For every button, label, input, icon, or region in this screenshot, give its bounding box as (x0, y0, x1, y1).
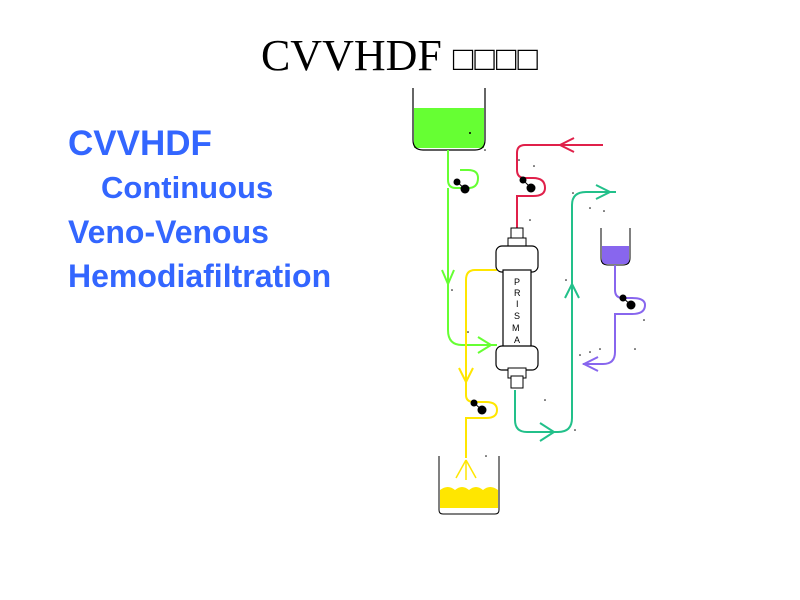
dialysate-flow-arrow (581, 356, 599, 372)
effluent-line (465, 269, 499, 458)
replacement-pump-icon (453, 178, 470, 194)
replacement-fluid-bag (412, 88, 486, 151)
prisma-letter-4: S (514, 311, 520, 321)
replacement-flow-arrow-2 (477, 336, 493, 354)
page-title: CVVHDF □□□□ (0, 30, 800, 86)
prisma-letter-6: A (514, 335, 520, 345)
term-veno-venous: Veno-Venous (68, 214, 269, 250)
prisma-letter-3: I (516, 299, 519, 309)
dialysate-bag (600, 228, 631, 266)
term-hemodiafiltration: Hemodiafiltration (68, 258, 332, 294)
blood-return-arrow-3 (539, 422, 556, 442)
prisma-letter-2: R (514, 288, 521, 298)
decorative-dots (451, 132, 645, 457)
term-continuous: Continuous (101, 170, 274, 205)
effluent-flow-arrow (458, 367, 474, 385)
replacement-fluid-line (447, 150, 497, 346)
title-suffix: □□□□ (452, 41, 540, 78)
blood-inlet-arrow (557, 137, 575, 153)
effluent-drip (455, 459, 477, 480)
blood-return-line (514, 191, 616, 433)
blood-return-arrow-1 (595, 184, 613, 200)
prisma-filter: P R I S M A (495, 227, 539, 389)
term-acronym: CVVHDF (68, 124, 212, 163)
definition-text: CVVHDF Continuous Veno-Venous Hemodiafil… (68, 122, 331, 298)
effluent-pump-icon (470, 399, 487, 415)
prisma-letter-5: M (512, 323, 520, 333)
blood-return-arrow-2 (564, 281, 580, 299)
blood-pump-icon (519, 176, 536, 193)
dialysate-line (583, 265, 647, 365)
dialysate-pump-icon (619, 294, 636, 310)
blood-inlet-line (516, 144, 603, 228)
effluent-bag (438, 456, 500, 515)
replacement-flow-arrow-1 (441, 269, 455, 287)
prisma-letter-1: P (514, 277, 520, 287)
title-main: CVVHDF (260, 31, 442, 80)
